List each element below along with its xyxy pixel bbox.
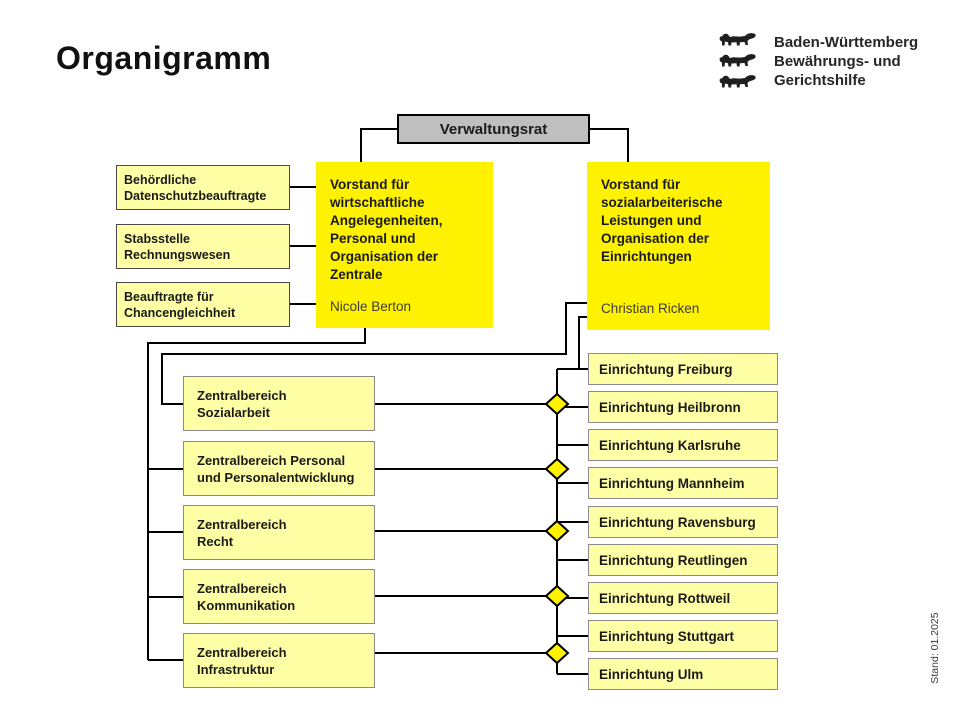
box-einrichtung-freiburg: Einrichtung Freiburg	[588, 353, 778, 385]
box-einrichtung-heilbronn: Einrichtung Heilbronn	[588, 391, 778, 423]
box-einrichtung-karlsruhe: Einrichtung Karlsruhe	[588, 429, 778, 461]
logo-text: Baden-Württemberg Bewährungs- und Gerich…	[774, 33, 919, 89]
vorstand-wirtschaft-title: Vorstand für wirtschaftliche Angelegenhe…	[330, 177, 443, 282]
bw-coat-of-arms-icon	[719, 33, 756, 88]
junction-diamond-icon	[544, 519, 570, 543]
box-vorstand-sozialarbeit: Vorstand für sozialarbeiterische Leistun…	[587, 162, 770, 330]
junction-diamond-icon	[544, 641, 570, 665]
vorstand-wirtschaft-name: Nicole Berton	[330, 299, 412, 314]
box-einrichtung-rottweil: Einrichtung Rottweil	[588, 582, 778, 614]
box-zentralbereich-recht: Zentralbereich Recht	[183, 505, 375, 560]
box-stabsstelle-rechnungswesen: Stabsstelle Rechnungswesen	[116, 224, 290, 269]
box-datenschutzbeauftragte: Behördliche Datenschutzbeauftragte	[116, 165, 290, 210]
box-einrichtung-mannheim: Einrichtung Mannheim	[588, 467, 778, 499]
box-einrichtung-stuttgart: Einrichtung Stuttgart	[588, 620, 778, 652]
vorstand-sozialarbeit-name: Christian Ricken	[601, 301, 700, 316]
page-title: Organigramm	[56, 40, 272, 76]
logo: Baden-Württemberg Bewährungs- und Gerich…	[716, 28, 946, 94]
box-zentralbereich-personal: Zentralbereich Personal und Personalentw…	[183, 441, 375, 496]
box-zentralbereich-infrastruktur: Zentralbereich Infrastruktur	[183, 633, 375, 688]
box-vorstand-wirtschaft: Vorstand für wirtschaftliche Angelegenhe…	[316, 162, 493, 328]
junction-diamond-icon	[544, 392, 570, 416]
junction-diamond-icon	[544, 584, 570, 608]
vorstand-sozialarbeit-title: Vorstand für sozialarbeiterische Leistun…	[601, 177, 723, 264]
box-einrichtung-reutlingen: Einrichtung Reutlingen	[588, 544, 778, 576]
box-verwaltungsrat: Verwaltungsrat	[397, 114, 590, 144]
box-zentralbereich-kommunikation: Zentralbereich Kommunikation	[183, 569, 375, 624]
box-einrichtung-ravensburg: Einrichtung Ravensburg	[588, 506, 778, 538]
stand-date: Stand: 01.2025	[929, 612, 941, 684]
box-zentralbereich-sozialarbeit: Zentralbereich Sozialarbeit	[183, 376, 375, 431]
box-einrichtung-ulm: Einrichtung Ulm	[588, 658, 778, 690]
junction-diamond-icon	[544, 457, 570, 481]
box-beauftragte-chancengleichheit: Beauftragte für Chancengleichheit	[116, 282, 290, 327]
